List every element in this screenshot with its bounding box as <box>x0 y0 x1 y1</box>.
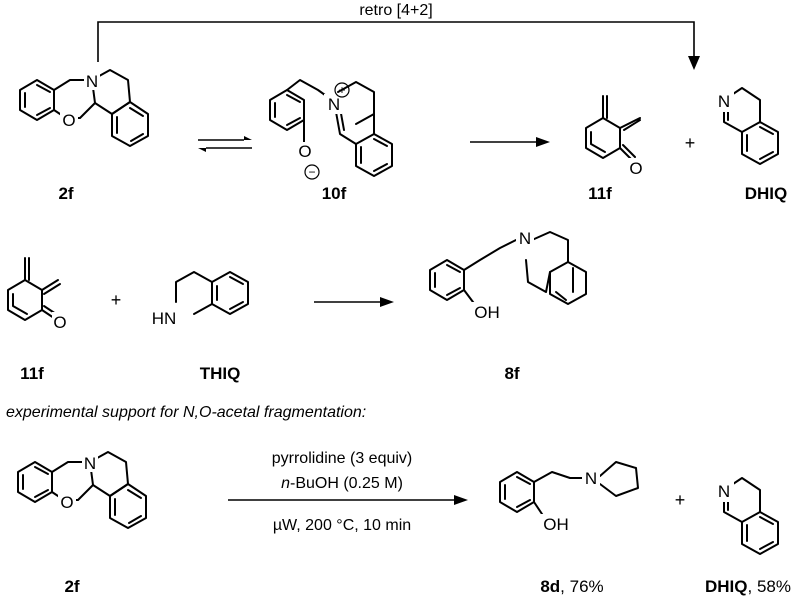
label-10f: 10f <box>322 184 347 203</box>
forward-arrow-top <box>470 137 550 147</box>
forward-arrow-mid <box>314 297 394 307</box>
atom-n-dhiq: N <box>718 92 730 111</box>
compound-11f-structure-mid: O <box>7 257 68 332</box>
forward-arrow-bottom <box>228 495 468 505</box>
minus-charge: − <box>308 165 315 179</box>
retro-label: retro [4+2] <box>359 2 432 19</box>
plus-charge: + <box>338 83 345 97</box>
label-8f: 8f <box>504 364 519 383</box>
atom-n-dhiq-bottom: N <box>718 482 730 501</box>
atom-o-bottom: O <box>60 493 73 512</box>
label-2f-top: 2f <box>58 184 73 203</box>
label-11f-mid: 11f <box>20 364 44 383</box>
equilibrium-arrows <box>198 136 252 152</box>
condition-reagent: pyrrolidine (3 equiv) <box>272 450 413 467</box>
atom-hn: HN <box>152 309 177 328</box>
dhiq-structure-top: N <box>716 87 779 165</box>
atom-o: O <box>62 111 75 130</box>
atom-o-phenolate: O <box>298 142 311 161</box>
compound-10f-structure: N O + − <box>269 79 393 180</box>
atom-oh-8d: OH <box>543 515 569 534</box>
plus-sign-bottom: + <box>675 490 686 510</box>
label-8d: 8d, 76% <box>540 577 603 596</box>
compound-8f-structure: N OH <box>429 228 587 324</box>
label-2f-bottom: 2f <box>64 577 79 596</box>
atom-o-ketone: O <box>629 159 642 178</box>
atom-o-ketone-mid: O <box>53 313 66 332</box>
condition-solvent: n-BuOH (0.25 M) <box>281 475 403 492</box>
thiq-structure: HN <box>148 271 249 328</box>
compound-2f-structure: N O <box>19 69 149 147</box>
dhiq-structure-bottom: N <box>716 477 779 555</box>
label-thiq: THIQ <box>200 364 241 383</box>
compound-8d-structure: N OH <box>499 461 639 536</box>
retro-arrow <box>97 21 700 70</box>
label-dhiq-bottom: DHIQ, 58% <box>705 577 791 596</box>
atom-n-bottom: N <box>84 454 96 473</box>
label-dhiq-top: DHIQ <box>745 184 788 203</box>
atom-n-iminium: N <box>328 95 340 114</box>
atom-n: N <box>86 72 98 91</box>
atom-n-8f: N <box>519 229 531 248</box>
condition-heating: µW, 200 °C, 10 min <box>273 517 411 534</box>
plus-sign-top: + <box>685 133 696 153</box>
compound-11f-structure-top: O <box>585 95 644 178</box>
label-11f-top: 11f <box>588 184 612 203</box>
atom-oh-8f: OH <box>474 303 500 322</box>
compound-2f-structure-bottom: N O <box>17 451 147 529</box>
plus-sign-mid: + <box>111 290 122 310</box>
atom-n-8d: N <box>585 469 597 488</box>
section-note: experimental support for N,O-acetal frag… <box>6 404 366 421</box>
